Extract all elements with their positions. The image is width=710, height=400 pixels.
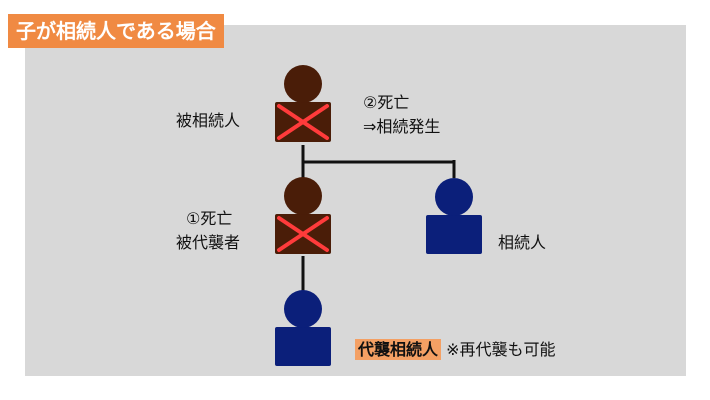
label-inheritance-start: ⇒相続発生 [363,117,441,136]
label-deceased-parent: 被相続人 [176,111,241,130]
label-represented-heir: 被代襲者 [176,233,241,252]
cross-mark-icon [277,216,329,252]
person-icon-represented-heir [275,177,331,254]
page-title: 子が相続人である場合 [8,14,224,48]
label-second-death: ②死亡 [363,93,410,112]
person-icon-representative-heir [275,290,331,366]
person-icon-deceased-parent [275,65,331,142]
label-representative-heir: 代襲相続人 [355,339,442,360]
label-representative-note: ※再代襲も可能 [446,340,556,359]
diagram-panel [25,25,686,376]
person-icon-sibling-heir [426,178,482,254]
cross-mark-icon [277,104,329,140]
label-first-death: ①死亡 [186,209,233,228]
label-sibling-heir: 相続人 [498,233,547,252]
label-representative-heir-row: 代襲相続人 ※再代襲も可能 [355,339,556,360]
